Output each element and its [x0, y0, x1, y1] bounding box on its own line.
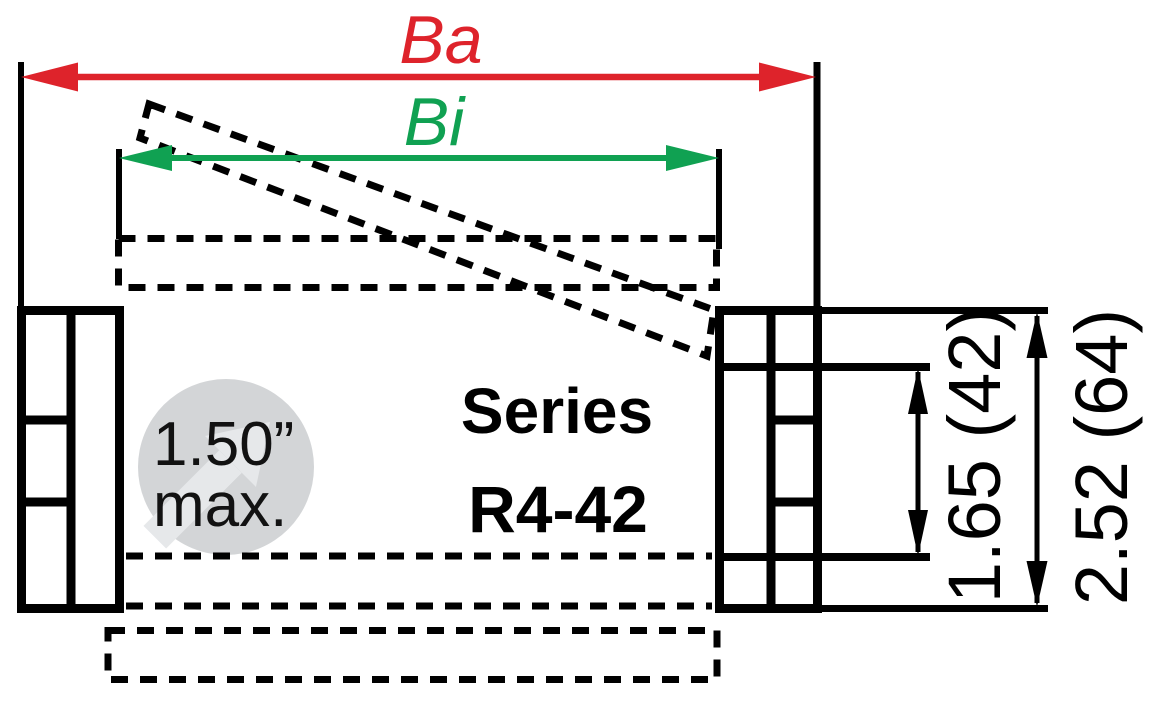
arrow-right-icon [759, 62, 816, 92]
outer-height-dimension-arrow [1026, 312, 1048, 607]
width-extension-lines [18, 62, 821, 308]
cable-band-lower [104, 627, 721, 683]
arrow-down-icon [1026, 561, 1048, 607]
arrow-left-icon [119, 145, 172, 171]
cable-band-tilted [135, 99, 718, 361]
cable-bands [104, 99, 721, 683]
series-model-number: R4-42 [468, 472, 648, 546]
bi-dimension-arrow [119, 145, 719, 171]
arrow-down-icon [908, 510, 928, 556]
inner-height-label: 1.65 (42) [932, 306, 1016, 604]
series-title: Series [460, 375, 654, 447]
inner-height-dimension-arrow [908, 368, 928, 556]
ba-dimension-arrow [21, 62, 816, 92]
watermark-arrow-icon [143, 421, 271, 549]
inner-width-label: Bi [403, 84, 465, 160]
max-lift-value: 1.50” [153, 410, 295, 479]
cable-band-upper [115, 235, 720, 291]
outer-height-label: 2.52 (64) [1059, 308, 1143, 606]
watermark-badge [138, 379, 314, 555]
left-mounting-bracket [17, 306, 124, 613]
arrow-up-icon [1026, 312, 1048, 358]
outer-width-label: Ba [399, 2, 483, 78]
arrow-right-icon [666, 145, 719, 171]
max-lift-unit: max. [153, 471, 288, 540]
arrow-left-icon [21, 62, 78, 92]
max-lift-note: 1.50” max. [153, 410, 295, 540]
arrow-up-icon [908, 368, 928, 414]
right-mounting-bracket [715, 306, 1048, 613]
